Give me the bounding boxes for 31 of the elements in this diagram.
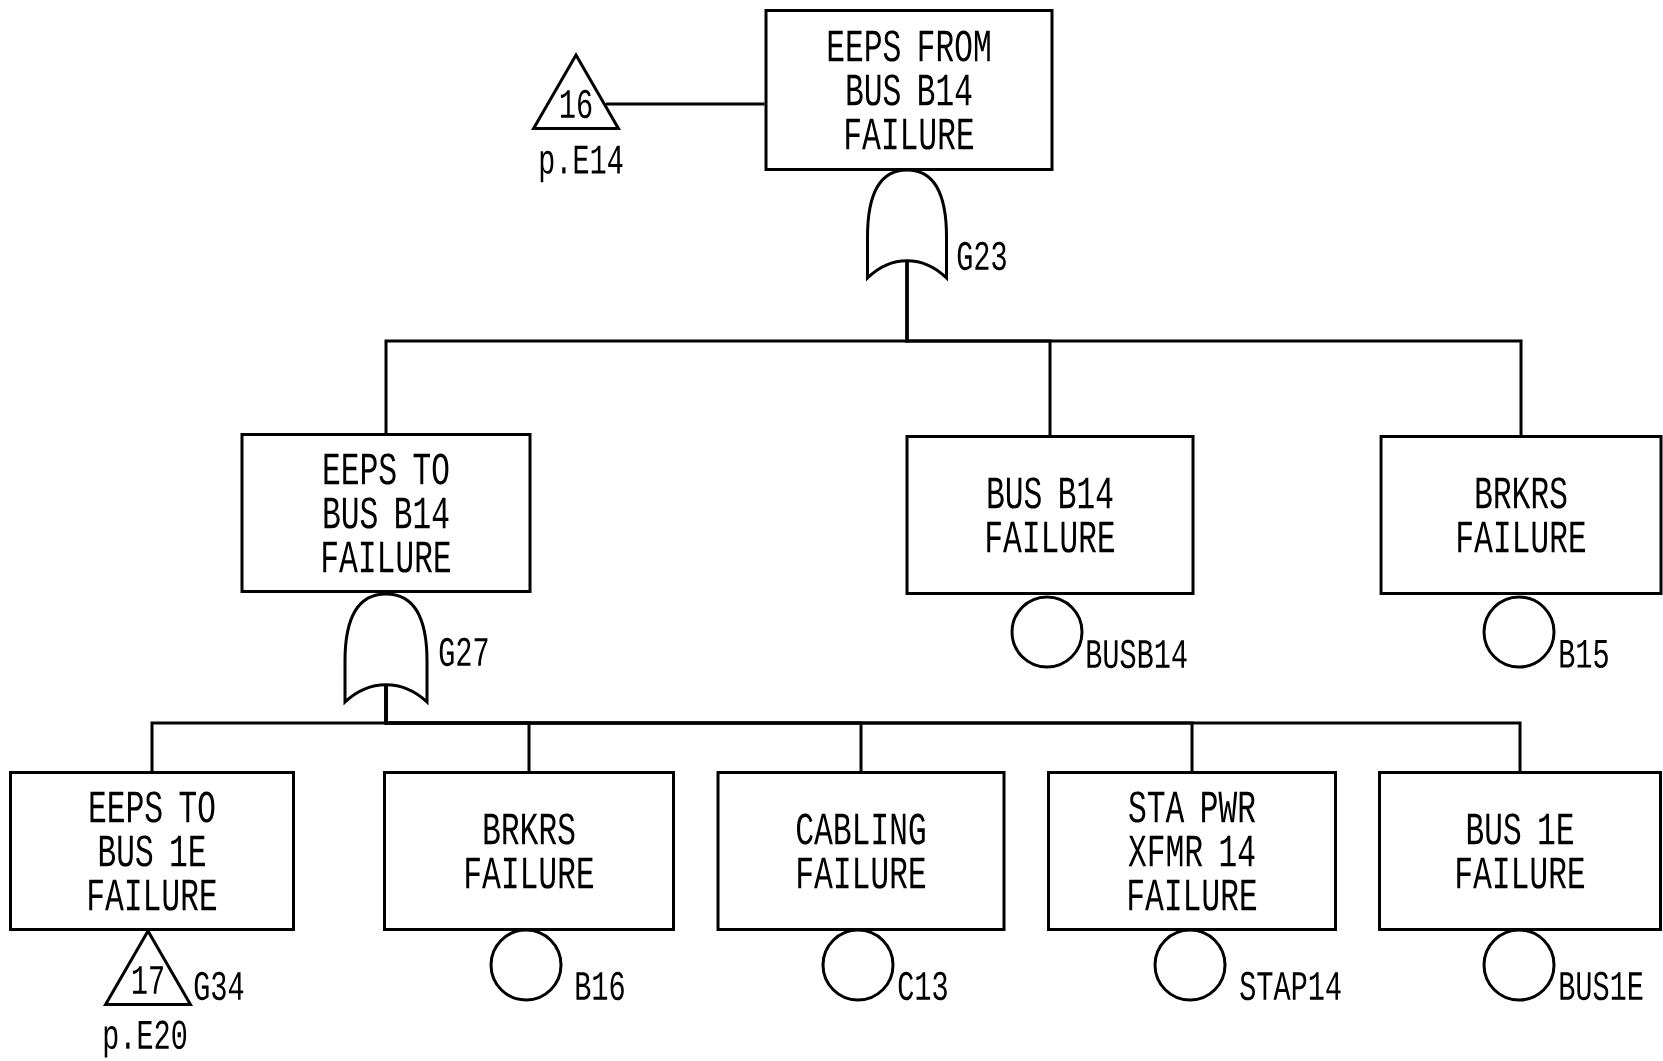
event-label: C13 [898,971,947,1001]
basic-event-circle [1482,595,1556,669]
event-box: EEPS TO BUS 1E FAILURE [9,771,295,931]
or-gate [343,592,429,704]
event-box: CABLING FAILURE [716,771,1006,931]
event-box: BRKRS FAILURE [383,771,675,931]
connector-line [905,260,1523,435]
event-box: BUS 1E FAILURE [1378,771,1662,931]
event-label: B15 [1560,639,1608,669]
event-label: BUSB14 [1087,639,1187,669]
event-label: BUS1E [1560,971,1643,1001]
event-label: G27 [439,637,488,667]
event-box: STA PWR XFMR 14 FAILURE [1047,771,1337,931]
basic-event-circle [821,928,895,1002]
basic-event-circle [489,928,563,1002]
event-label: B16 [576,971,624,1001]
basic-event-circle [1482,928,1556,1002]
event-label: p.E20 [104,1020,187,1058]
event-label: STAP14 [1240,971,1341,1001]
event-label: G23 [957,241,1006,271]
or-gate [866,168,948,280]
event-label: p.E14 [540,145,623,183]
basic-event-circle [1153,928,1227,1002]
connector-line [384,684,1522,771]
event-label: G34 [194,971,244,1001]
connector-line [606,102,765,106]
basic-event-circle [1010,595,1084,669]
event-box: BUS B14 FAILURE [905,435,1195,595]
event-box: EEPS TO BUS B14 FAILURE [240,433,532,593]
event-box: EEPS FROM BUS B14 FAILURE [764,9,1054,171]
event-box: BRKRS FAILURE [1379,435,1663,595]
